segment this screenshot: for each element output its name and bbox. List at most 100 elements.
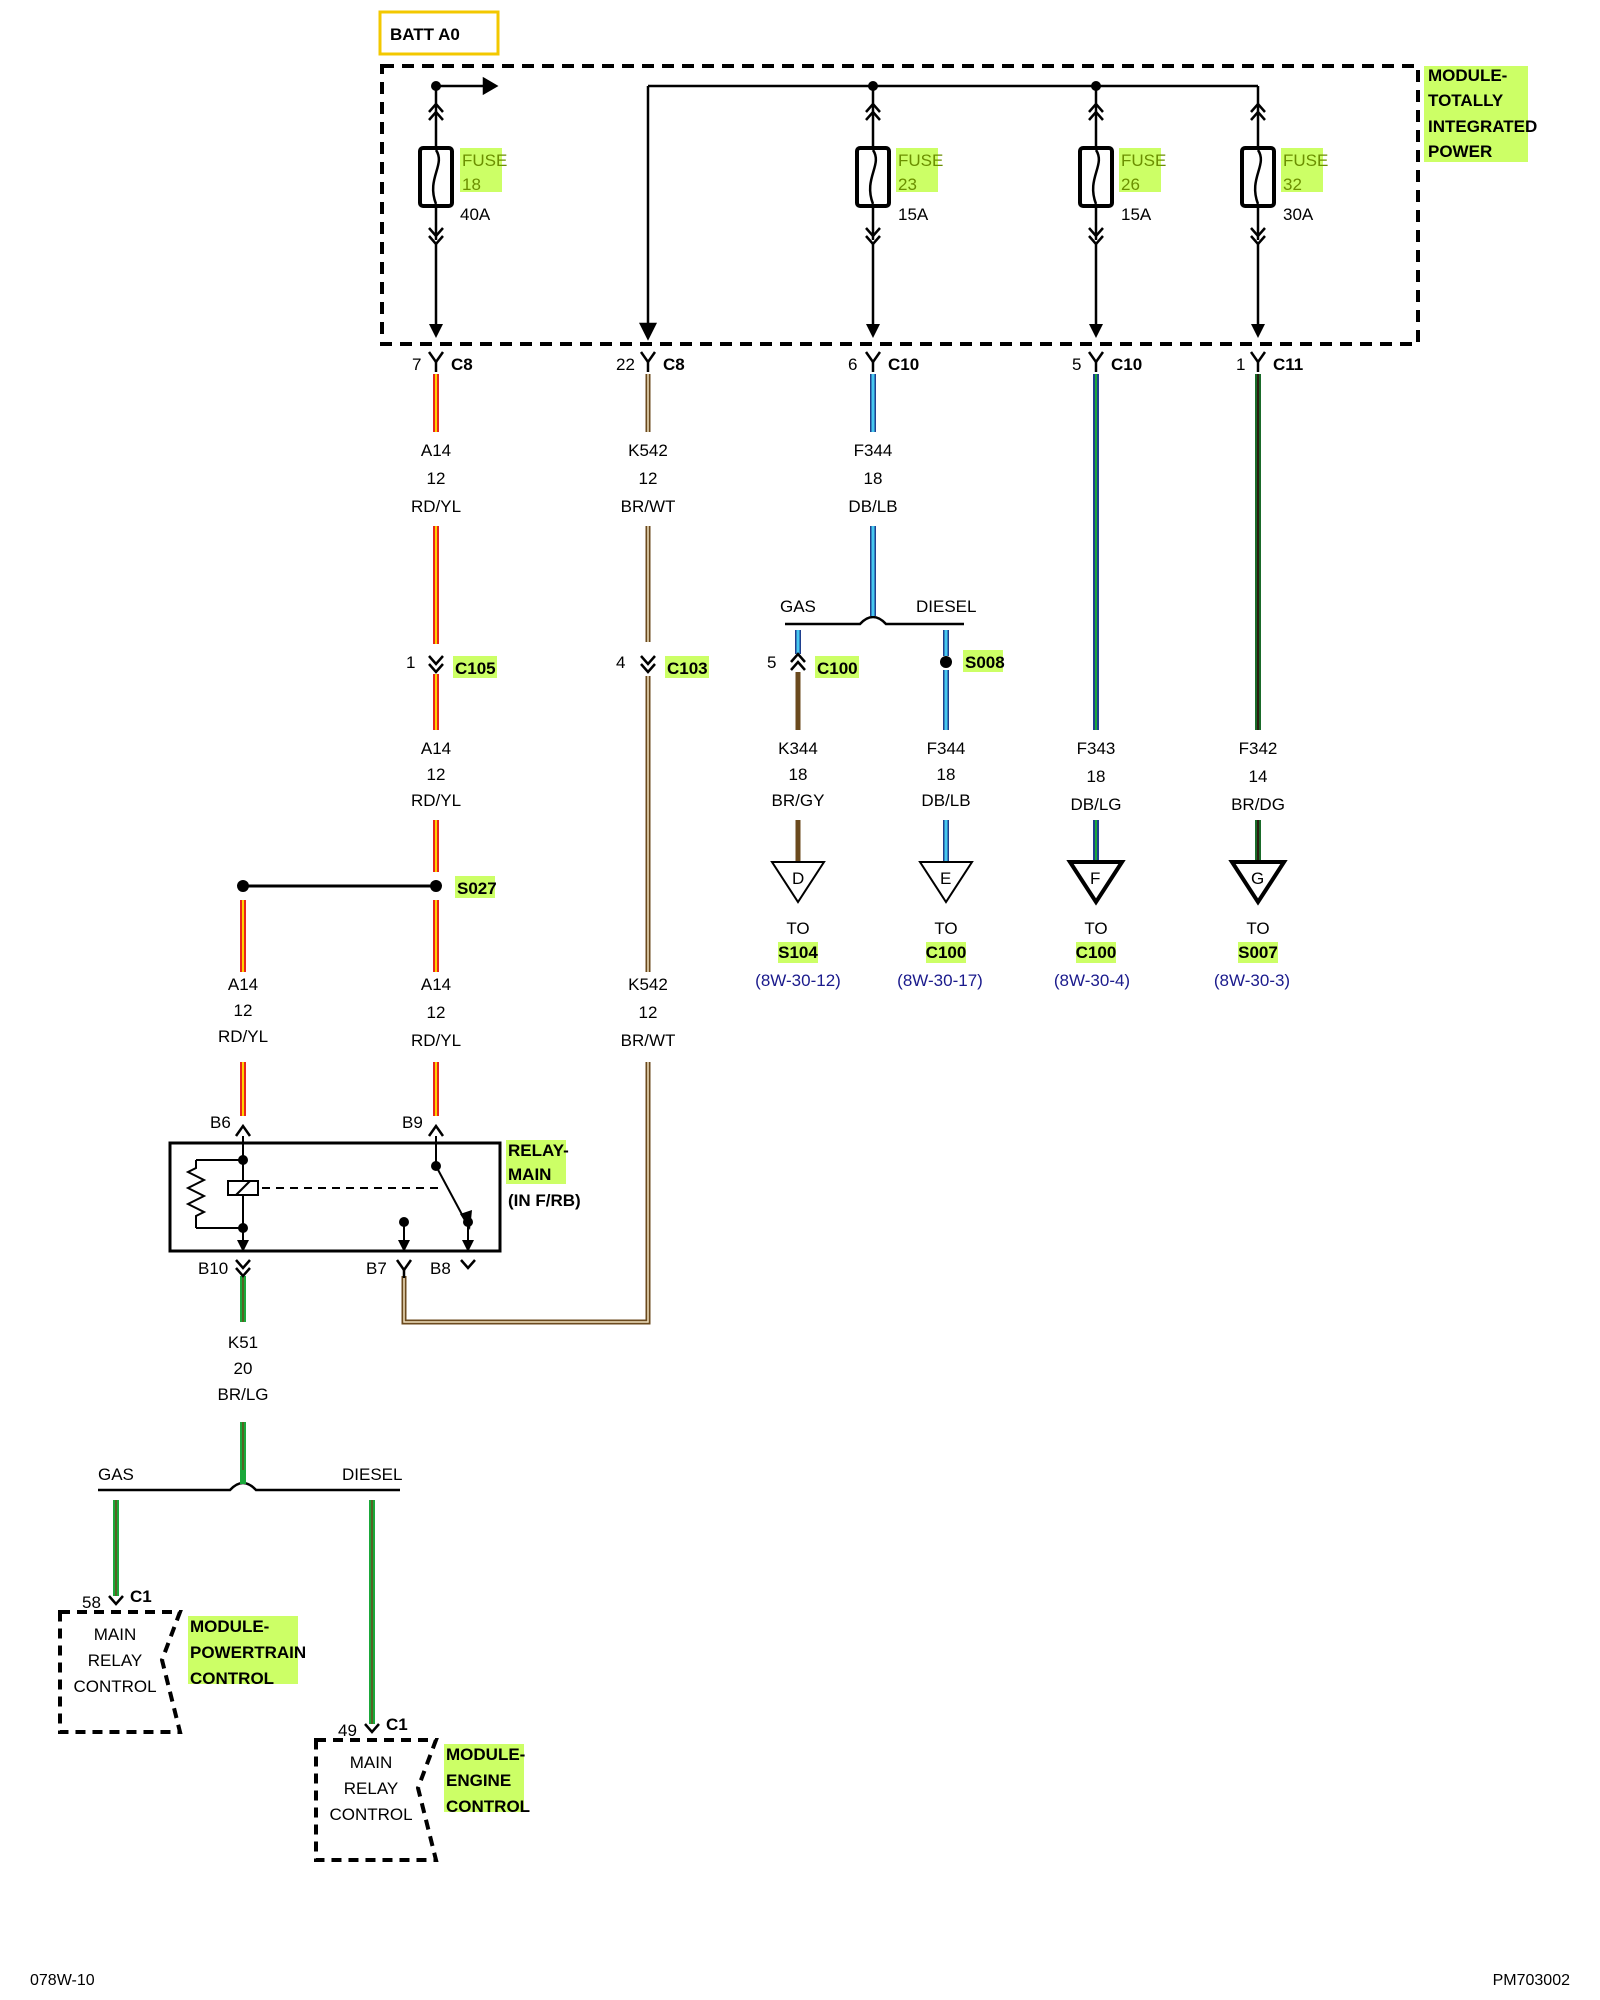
svg-text:K344: K344 [778,739,818,758]
pcm-pin: 58 [82,1593,101,1612]
relay-pin-b8: B8 [430,1259,451,1278]
wire-k344 [790,652,806,862]
svg-text:BR/WT: BR/WT [621,497,676,516]
svg-text:S027: S027 [457,879,497,898]
relay-pin-b9: B9 [402,1113,423,1132]
svg-text:C100: C100 [817,659,858,678]
label-a14-left: A14 12 RD/YL [218,975,268,1046]
svg-text:18: 18 [789,765,808,784]
relay-pin-b6: B6 [210,1113,231,1132]
svg-text:DB/LG: DB/LG [1070,795,1121,814]
svg-text:BR/LG: BR/LG [217,1385,268,1404]
fuse-32: FUSE 32 30A [1240,102,1328,338]
relay-label: RELAY- MAIN (IN F/RB) [506,1140,581,1210]
svg-text:12: 12 [427,765,446,784]
pcm-connector-name: C1 [130,1587,152,1606]
svg-text:DB/LB: DB/LB [848,497,897,516]
fuse-18-rating: 40A [460,205,491,224]
fuse-32-rating: 30A [1283,205,1314,224]
fuse-32-number: 32 [1283,175,1302,194]
tipm-label-line4: POWER [1428,142,1492,161]
svg-text:(8W-30-4): (8W-30-4) [1054,971,1130,990]
tipm-label-line2: TOTALLY [1428,91,1504,110]
fuse-23-rating: 15A [898,205,929,224]
svg-text:RELAY: RELAY [88,1651,143,1670]
ecm-pin: 49 [338,1721,357,1740]
splice-s008: S008 [963,650,1005,672]
svg-text:(IN F/RB): (IN F/RB) [508,1191,581,1210]
svg-text:12: 12 [427,469,446,488]
branch-gas-label: GAS [780,597,816,616]
svg-text:F344: F344 [854,441,893,460]
svg-text:12: 12 [234,1001,253,1020]
label-f343: F343 18 DB/LG [1070,739,1121,814]
ecm-connector: 49 C1 [338,1715,408,1740]
fuse-23-title: FUSE [898,151,943,170]
svg-text:5: 5 [767,653,776,672]
splice-s027-line [237,880,442,892]
svg-text:TO: TO [1084,919,1107,938]
branch-labels-k51: GAS DIESEL [98,1465,402,1484]
pcm-connector: 58 C1 [82,1587,152,1612]
label-f344-low: F344 18 DB/LB [921,739,970,810]
svg-text:BR/WT: BR/WT [621,1031,676,1050]
svg-text:MAIN: MAIN [94,1625,137,1644]
svg-text:F342: F342 [1239,739,1278,758]
svg-text:TO: TO [934,919,957,938]
conn-pin-1: 1 [1236,355,1245,374]
svg-text:C105: C105 [455,659,496,678]
ecm-label: MODULE- ENGINE CONTROL [444,1744,530,1816]
connector-c100-gas: 5 C100 [767,653,859,678]
svg-text:RD/YL: RD/YL [411,497,461,516]
battery-feed: BATT A0 [378,10,500,56]
svg-text:ENGINE: ENGINE [446,1771,511,1790]
svg-text:F344: F344 [927,739,966,758]
svg-text:CONTROL: CONTROL [329,1805,412,1824]
bus-junction-dots [431,81,1101,91]
label-k344: K344 18 BR/GY [772,739,825,810]
svg-text:CONTROL: CONTROL [73,1677,156,1696]
svg-text:BR/DG: BR/DG [1231,795,1285,814]
tipm-label-line3: INTEGRATED [1428,117,1537,136]
svg-text:18: 18 [1087,767,1106,786]
tipm-internal-bus [434,76,1260,341]
svg-text:F343: F343 [1077,739,1116,758]
svg-text:MODULE-: MODULE- [446,1745,525,1764]
destination-g-triangle: G [1228,860,1288,906]
wire-f344 [785,374,964,862]
fuse-32-title: FUSE [1283,151,1328,170]
k51-gas-label: GAS [98,1465,134,1484]
svg-text:C100: C100 [926,943,967,962]
tipm-module-boundary [380,64,1420,346]
svg-text:TO: TO [1246,919,1269,938]
label-k542-low: K542 12 BR/WT [621,975,676,1050]
svg-text:TO: TO [786,919,809,938]
connector-c103: 4 C103 [616,653,709,678]
branch-diesel-label: DIESEL [916,597,976,616]
fuse-18-number: 18 [462,175,481,194]
conn-pin-7: 7 [412,355,421,374]
fuse-26-title: FUSE [1121,151,1166,170]
destination-d-triangle: D [770,861,826,904]
svg-text:RELAY: RELAY [344,1779,399,1798]
svg-text:DB/LB: DB/LB [921,791,970,810]
dest-g-letter: G [1251,869,1264,888]
svg-text:CONTROL: CONTROL [190,1669,274,1688]
svg-text:S104: S104 [778,943,818,962]
svg-text:12: 12 [427,1003,446,1022]
dest-f-letter: F [1090,869,1100,888]
connector-c105: 1 C105 [406,653,497,678]
fuse-26: FUSE 26 15A [1078,102,1166,338]
conn-pin-6: 6 [848,355,857,374]
dest-e-letter: E [940,869,951,888]
ecm-connector-name: C1 [386,1715,408,1734]
svg-text:POWERTRAIN: POWERTRAIN [190,1643,306,1662]
svg-text:(8W-30-3): (8W-30-3) [1214,971,1290,990]
svg-text:MAIN: MAIN [508,1165,551,1184]
svg-text:18: 18 [864,469,883,488]
svg-text:RELAY-: RELAY- [508,1141,569,1160]
svg-text:4: 4 [616,653,625,672]
top-connector-symbols [427,351,1267,372]
destination-e-triangle: E [918,861,974,904]
